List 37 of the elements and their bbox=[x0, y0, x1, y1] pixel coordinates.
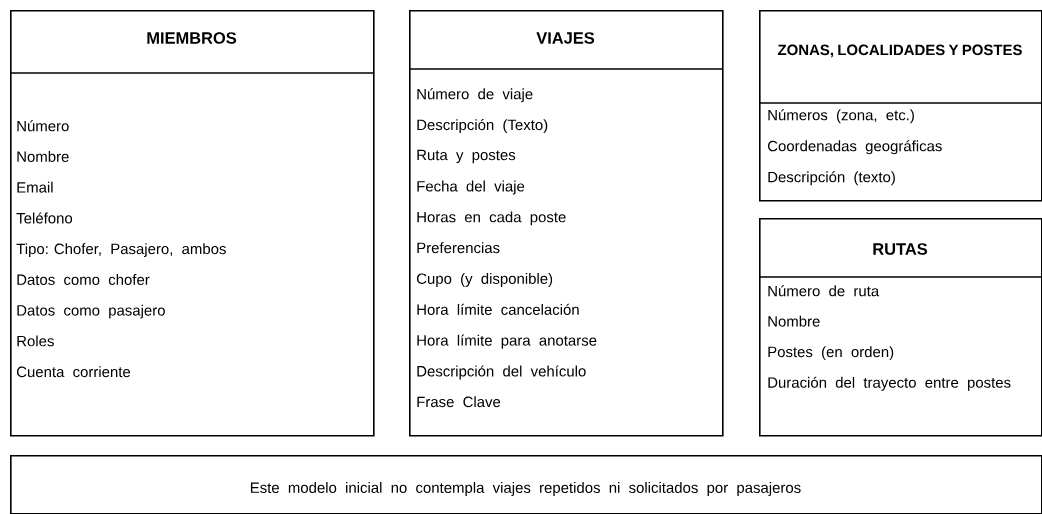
field-text: Datos como pasajero bbox=[17, 304, 165, 319]
table-box bbox=[10, 455, 1042, 514]
field-text: Postes (en orden) bbox=[768, 346, 894, 361]
field-text: Tipo: Chofer, Pasajero, ambos bbox=[16, 243, 226, 258]
field-text: Coordenadas geográficas bbox=[767, 140, 942, 155]
table-heading: RUTAS bbox=[873, 243, 928, 255]
table-box bbox=[758, 218, 1042, 437]
field-text: Nombre bbox=[17, 151, 69, 162]
field-text: Fecha del viaje bbox=[417, 180, 525, 195]
table-heading: VIAJES bbox=[536, 32, 595, 44]
table-box bbox=[408, 10, 724, 437]
field-text: Número de viaje bbox=[417, 88, 533, 103]
field-text: Descripción (Texto) bbox=[417, 119, 548, 134]
field-text: Cupo (y disponible) bbox=[416, 273, 553, 287]
field-text: Hora límite cancelación bbox=[417, 303, 579, 315]
field-text: Horas en cada poste bbox=[417, 211, 566, 226]
field-text: Ruta y postes bbox=[417, 149, 516, 164]
table-heading: ZONAS, LOCALIDADES Y POSTES bbox=[777, 44, 1022, 58]
field-text: Números (zona, etc.) bbox=[768, 109, 914, 124]
note-text: Este modelo inicial no contempla viajes repetidos ni solicitados por pasajeros bbox=[250, 482, 801, 496]
field-text: Cuenta corriente bbox=[17, 366, 131, 378]
field-text: Preferencias bbox=[417, 242, 500, 254]
table-box bbox=[758, 10, 1042, 202]
field-text: Roles bbox=[17, 335, 54, 347]
field-text: Teléfono bbox=[16, 212, 73, 224]
field-text: Nombre bbox=[768, 315, 820, 327]
field-text: Email bbox=[17, 181, 53, 193]
field-text: Número bbox=[17, 120, 69, 132]
field-text: Frase Clave bbox=[417, 396, 501, 408]
field-text: Hora límite para anotarse bbox=[417, 334, 597, 349]
field-text: Duración del trayecto entre postes bbox=[768, 376, 1011, 391]
field-text: Número de ruta bbox=[768, 285, 880, 297]
table-box bbox=[9, 10, 375, 437]
field-text: Descripción (texto) bbox=[768, 171, 895, 186]
field-text: Datos como chofer bbox=[17, 274, 150, 285]
table-heading: MIEMBROS bbox=[147, 32, 237, 44]
field-text: Descripción del vehículo bbox=[417, 365, 586, 380]
